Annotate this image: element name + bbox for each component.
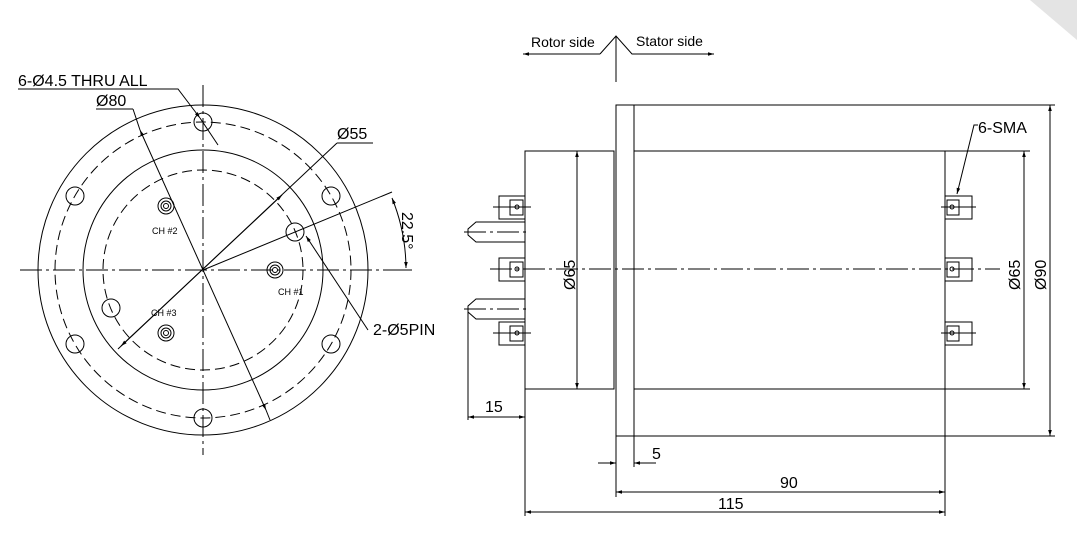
dim-flange-5: 5 — [652, 446, 661, 463]
dim-d55: Ø55 — [337, 126, 367, 143]
connector-ch3 — [157, 324, 175, 342]
drawing-line — [157, 324, 175, 342]
sma-connector — [944, 257, 973, 282]
flange — [615, 104, 635, 437]
rotor-side-label: Rotor side — [531, 34, 595, 50]
drawing-line — [160, 200, 172, 212]
drawing-line — [265, 409, 271, 421]
sma-connector — [498, 257, 526, 282]
label-ch1: CH #1 — [278, 287, 304, 297]
hole-callout: 6-Ø4.5 THRU ALL — [18, 73, 148, 90]
sma-connector — [493, 321, 531, 346]
sma-leader — [956, 124, 978, 195]
drawing-line — [946, 261, 960, 278]
side-indicator — [599, 35, 714, 56]
side-view: Rotor side Stator side 6-SMA Ø65 Ø65 Ø90… — [464, 33, 1055, 516]
dim-pin-15: 15 — [485, 399, 503, 416]
bolt-hole — [321, 186, 341, 206]
pin-callout: 2-Ø5PIN — [373, 322, 435, 339]
drawing-line — [163, 330, 169, 336]
dim-body-90: 90 — [780, 475, 798, 492]
label-ch3: CH #3 — [151, 308, 177, 318]
sma-connector — [941, 321, 976, 346]
drawing-line — [120, 194, 283, 347]
front-view: CH #2 CH #1 CH #3 6-Ø4.5 THRU ALL Ø80 Ø5… — [18, 73, 435, 455]
angle-extension — [202, 191, 393, 271]
drawing-line — [509, 261, 524, 278]
dim-overall-115: 115 — [718, 496, 744, 513]
drawing-line — [498, 257, 526, 282]
drawing-line — [514, 266, 520, 272]
angle-arc — [391, 197, 408, 269]
bolt-hole — [65, 334, 85, 354]
dim-stator-d65: Ø65 — [1007, 260, 1024, 290]
sma-callout: 6-SMA — [978, 120, 1027, 137]
drawing-line — [163, 203, 169, 209]
stator-side-label: Stator side — [636, 33, 703, 49]
pin-hole — [285, 222, 305, 242]
drawing-line — [949, 266, 955, 272]
sma-connector — [493, 195, 531, 220]
dim-angle: 22.5° — [398, 212, 415, 250]
dim-flange-d90: Ø90 — [1033, 260, 1050, 290]
bolt-hole — [321, 334, 341, 354]
drawing-line — [132, 108, 141, 131]
pin-hole — [101, 298, 121, 318]
page-curl — [1030, 0, 1077, 40]
rotor-connectors — [464, 195, 531, 346]
drawing-line — [160, 327, 172, 339]
dim-d80: Ø80 — [96, 93, 126, 110]
pin-leader — [305, 235, 369, 331]
label-ch2: CH #2 — [152, 226, 178, 236]
stator-connectors — [941, 195, 976, 346]
dim-rotor-d65: Ø65 — [562, 260, 579, 290]
drawing-line — [944, 257, 973, 282]
drawing-line — [272, 267, 278, 273]
stator-body — [633, 150, 946, 390]
sma-connector — [941, 195, 976, 220]
bolt-hole — [65, 186, 85, 206]
bolt-holes — [65, 112, 341, 428]
hole-leader — [18, 88, 201, 119]
